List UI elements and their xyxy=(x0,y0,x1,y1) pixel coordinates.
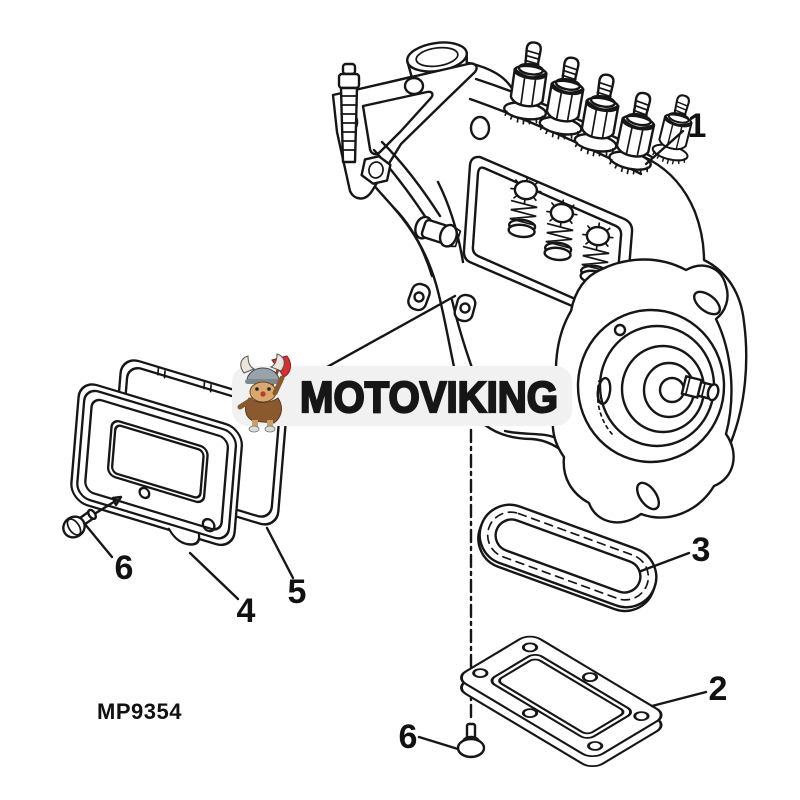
bracket-stud xyxy=(337,62,361,164)
leader-4 xyxy=(188,551,240,601)
callout-leaders xyxy=(82,129,708,751)
bottom-cover-plate xyxy=(460,635,663,768)
figure-code: MP9354 xyxy=(97,699,182,724)
viking-logo-icon xyxy=(237,353,292,433)
cover-screw-hole xyxy=(138,486,151,500)
callout-6-left: 6 xyxy=(115,549,134,587)
leader-3 xyxy=(639,551,691,573)
watermark-text: MOTOVIKING xyxy=(300,373,558,422)
hex-fitting xyxy=(360,155,392,185)
callout-1: 1 xyxy=(688,107,707,145)
cover-tab xyxy=(167,527,201,546)
callout-5: 5 xyxy=(288,573,307,611)
leader-2 xyxy=(650,690,708,708)
banjo-fitting xyxy=(414,215,462,248)
deck-boss xyxy=(469,115,491,141)
cover-screw xyxy=(62,508,97,539)
leader-5 xyxy=(265,526,295,580)
oval-gasket xyxy=(477,503,658,613)
watermark: MOTOVIKING xyxy=(232,353,572,433)
leader-1 xyxy=(644,129,685,166)
mount-ear xyxy=(453,293,477,323)
plate-screw xyxy=(456,722,486,759)
arrowhead xyxy=(111,495,123,507)
callout-6-bottom: 6 xyxy=(399,718,418,756)
callout-3: 3 xyxy=(692,531,711,569)
mount-ear xyxy=(407,282,431,312)
drive-shaft xyxy=(680,375,720,402)
leader-6-left xyxy=(82,521,114,559)
drive-flange xyxy=(551,258,735,524)
callout-4: 4 xyxy=(237,592,256,630)
injection-pump-assembly xyxy=(331,38,748,524)
watermark-pill xyxy=(232,366,572,426)
callout-2: 2 xyxy=(709,670,728,708)
leader-6-bottom xyxy=(417,735,460,751)
